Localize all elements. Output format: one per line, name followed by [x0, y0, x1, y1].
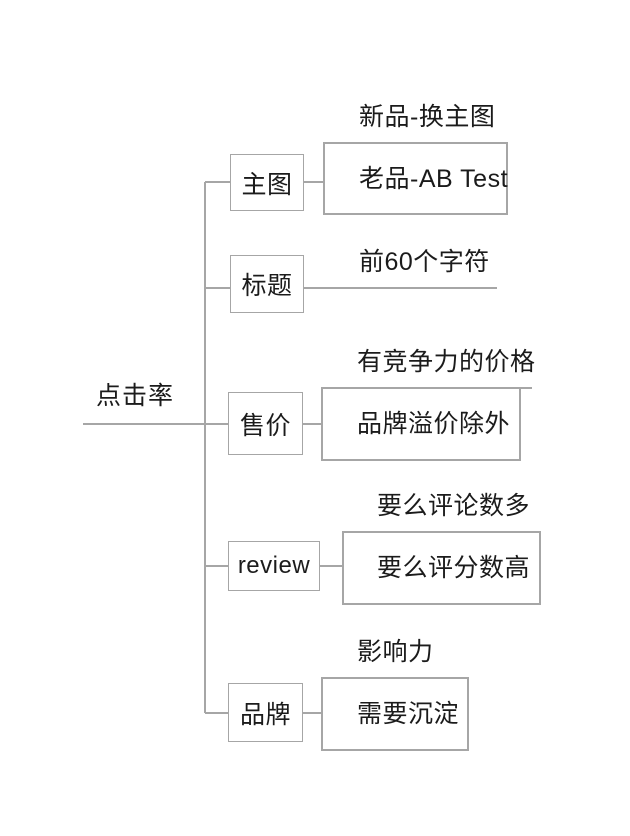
branch-node-biaoti[interactable]: 标题: [230, 255, 304, 313]
leaf-label-xinpin-huanzhutu: 新品-换主图: [359, 103, 496, 131]
branch-node-label: 主图: [241, 170, 293, 199]
branch-node-label: 标题: [241, 272, 293, 300]
leaf-label-qian60gezifu: 前60个字符: [359, 248, 490, 276]
branch-node-shoujia[interactable]: 售价: [228, 392, 303, 455]
branch-node-zhutu[interactable]: 主图: [230, 154, 304, 211]
leaf-label-laopin-abtest: 老品-AB Test: [359, 165, 509, 193]
branch-node-label: 品牌: [239, 700, 291, 729]
branch-node-pinpai[interactable]: 品牌: [228, 683, 303, 742]
leaf-label-yaomepingfenshugao: 要么评分数高: [377, 554, 531, 582]
leaf-label-xuyaochendian: 需要沉淀: [357, 700, 460, 728]
root-node-label: 点击率: [96, 382, 175, 410]
leaf-label-yingxiangli: 影响力: [357, 638, 434, 666]
child-box-1b: [323, 142, 508, 215]
leaf-label-yaomepinglunshuoduo: 要么评论数多: [377, 492, 531, 520]
child-box-5b: [321, 677, 469, 751]
child-box-4b: [342, 531, 541, 605]
branch-node-label: 售价: [239, 411, 291, 440]
leaf-label-youjingzhengli: 有竞争力的价格: [357, 348, 536, 376]
branch-node-label: review: [237, 552, 311, 579]
leaf-label-pinpaiyijiachuwai: 品牌溢价除外: [357, 410, 511, 438]
branch-node-review[interactable]: review: [228, 541, 320, 591]
child-box-3b: [321, 387, 521, 461]
